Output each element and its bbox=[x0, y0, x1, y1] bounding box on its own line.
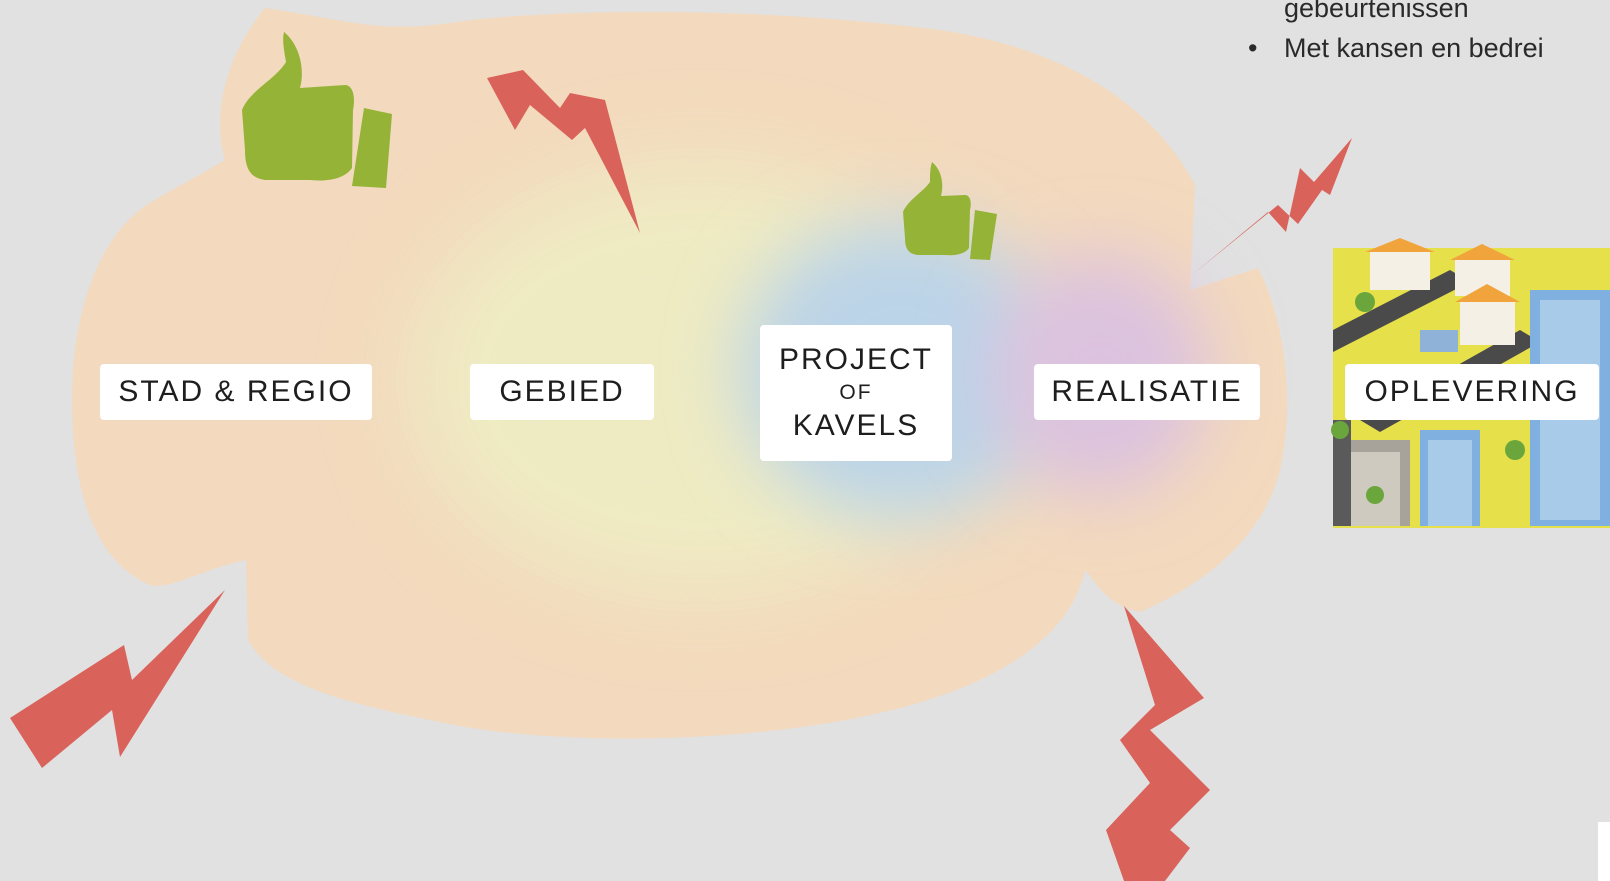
stage-label-oplevering: OPLEVERING bbox=[1345, 364, 1599, 420]
stage-label-realisatie-text: REALISATIE bbox=[1051, 375, 1243, 408]
bullet-text: gebeurtenissen bbox=[1284, 0, 1469, 23]
bullet-list: gebeurtenissen • Met kansen en bedrei bbox=[1248, 0, 1544, 68]
bullet-text: Met kansen en bedrei bbox=[1284, 33, 1544, 63]
bullet-item: • Met kansen en bedrei bbox=[1248, 28, 1544, 68]
stage-label-gebied: GEBIED bbox=[470, 364, 654, 420]
lightning-bolt-icon bbox=[487, 70, 640, 233]
stage-label-project-line: PROJECT bbox=[778, 343, 933, 376]
stage-label-gebied-text: GEBIED bbox=[499, 375, 625, 408]
stage-label-of-line: OF bbox=[839, 381, 873, 404]
stage-label-realisatie: REALISATIE bbox=[1034, 364, 1260, 420]
stage-label-project-of-kavels: PROJECT OF KAVELS bbox=[760, 325, 952, 461]
thumbs-up-icon bbox=[242, 32, 392, 188]
bullet-dot: • bbox=[1248, 33, 1258, 63]
stage-label-stad-regio: STAD & REGIO bbox=[100, 364, 372, 420]
lightning-bolt-icon bbox=[1106, 606, 1210, 881]
stage-label-kavels-line: KAVELS bbox=[792, 409, 920, 442]
stage-label-oplevering-text: OPLEVERING bbox=[1364, 375, 1580, 408]
lightning-bolt-icon bbox=[1192, 138, 1352, 275]
lightning-bolt-icon bbox=[10, 590, 225, 768]
corner-mark bbox=[1598, 822, 1610, 881]
bullet-item: gebeurtenissen bbox=[1248, 0, 1544, 28]
stage-label-stad-regio-text: STAD & REGIO bbox=[118, 375, 354, 408]
thumbs-up-icon bbox=[903, 162, 997, 260]
